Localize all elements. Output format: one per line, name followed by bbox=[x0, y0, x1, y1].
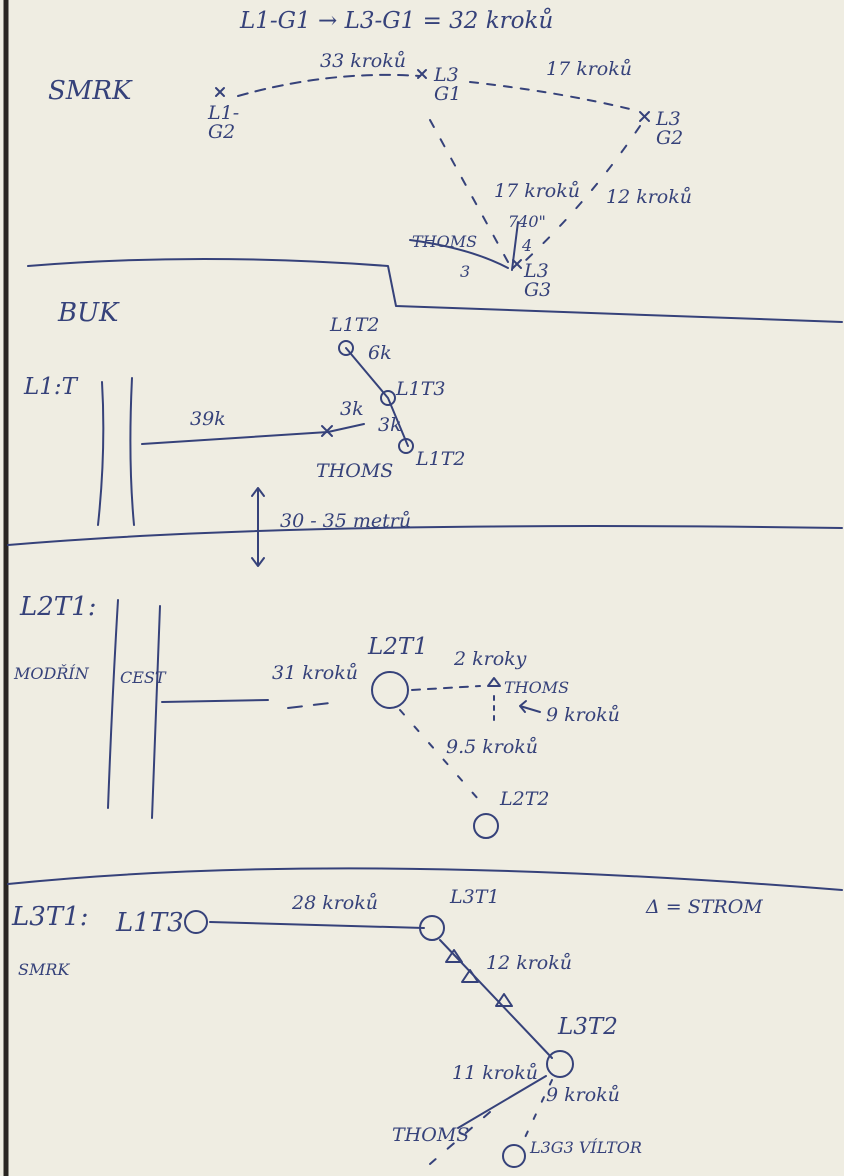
edge-label-3k-upper: 3k bbox=[340, 398, 364, 420]
l3g3-cross-icon bbox=[512, 259, 522, 269]
edge-label-12: 12 kroků bbox=[606, 186, 693, 208]
point-l2t2: L2T2 bbox=[500, 788, 550, 810]
edge-label-12-kroku: 12 kroků bbox=[486, 952, 573, 974]
path-28-line bbox=[209, 921, 425, 929]
section4-thoms: THOMS bbox=[392, 1124, 470, 1146]
edge-label-9-5: 9.5 kroků bbox=[446, 736, 539, 758]
section2-label: L1:T bbox=[24, 374, 77, 400]
edge-label-17-diag: 17 kroků bbox=[494, 180, 581, 202]
l1g2-cross-icon bbox=[215, 87, 225, 97]
point-l1g2: L1- G2 bbox=[208, 102, 240, 143]
arrow-9-kroku-icon bbox=[519, 700, 541, 713]
divider-1 bbox=[27, 258, 843, 323]
buk-path-39k bbox=[141, 423, 365, 445]
edge-label-6k: 6k bbox=[368, 342, 392, 364]
path-11-line bbox=[457, 1075, 547, 1129]
edge-label-9-kroku: 9 kroků bbox=[546, 704, 620, 726]
buk-bracket-left bbox=[97, 381, 105, 526]
edge-l3g1-l3g3 bbox=[429, 119, 509, 263]
l3g1-cross-icon bbox=[417, 69, 427, 79]
l2t1-marker-icon bbox=[371, 671, 409, 709]
l2t1-to-l2t2 bbox=[399, 709, 487, 809]
path-12-line bbox=[439, 939, 553, 1059]
thoms-triangle-icon bbox=[487, 677, 501, 687]
l1t2-bottom-marker-icon bbox=[398, 438, 414, 454]
l3t1-marker-icon bbox=[419, 915, 445, 941]
edge-label-9-kroku-s4: 9 kroků bbox=[546, 1084, 620, 1106]
point-l3g2: L3 G2 bbox=[656, 108, 684, 149]
section4-subtitle: SMRK bbox=[18, 960, 70, 979]
edge-l3g1-l3g2 bbox=[469, 81, 635, 111]
path-31-dashed bbox=[287, 701, 339, 709]
edge-label-28: 28 kroků bbox=[292, 892, 379, 914]
point-l1t2-bottom: L1T2 bbox=[416, 448, 466, 470]
tree-triangle-3-icon bbox=[495, 993, 513, 1007]
point-l2t1: L2T1 bbox=[368, 634, 428, 660]
road-line-right bbox=[151, 605, 161, 819]
path-31-solid bbox=[161, 699, 269, 703]
tree-triangle-1-icon bbox=[445, 949, 463, 963]
road-line-left bbox=[107, 599, 119, 809]
section3-subtitle: MODŘÍN bbox=[14, 664, 89, 683]
point-l3g3: L3 G3 bbox=[524, 260, 552, 301]
l1t3-circle-icon bbox=[184, 910, 208, 934]
buk-distance: 30 - 35 metrů bbox=[280, 510, 412, 532]
edge-label-31: 31 kroků bbox=[272, 662, 359, 684]
edge-label-2-kroky: 2 kroky bbox=[454, 648, 527, 670]
tree-mark: 740" bbox=[508, 212, 546, 231]
sub-mark: 4 bbox=[522, 236, 533, 255]
divider-3 bbox=[7, 867, 843, 891]
section3-title: L2T1: bbox=[20, 592, 97, 622]
edge-label-3k-lower: 3k bbox=[378, 414, 402, 436]
l2t1-to-thoms bbox=[411, 685, 481, 691]
header-formula: L1-G1 → L3-G1 = 32 kroků bbox=[240, 8, 554, 34]
l3t2-marker-icon bbox=[546, 1050, 574, 1078]
three-mark: 3 bbox=[460, 262, 471, 281]
edge-label-39k: 39k bbox=[190, 408, 226, 430]
point-l1t3: L1T3 bbox=[396, 378, 446, 400]
l3g2-cross-icon bbox=[639, 111, 650, 122]
point-l1t3-section4: L1T3 bbox=[116, 908, 184, 938]
buk-bracket-right bbox=[129, 377, 135, 526]
buk-thoms: THOMS bbox=[316, 460, 394, 482]
path-9-dotted bbox=[519, 1079, 553, 1149]
buk-tree-line bbox=[345, 347, 409, 447]
section2-title: BUK bbox=[58, 298, 119, 328]
thoms-tick-line bbox=[409, 239, 509, 269]
road-label: CEST bbox=[120, 668, 166, 687]
l1t2-top-marker-icon bbox=[338, 340, 354, 356]
edge-label-33: 33 kroků bbox=[320, 50, 407, 72]
thoms-mark: THOMS bbox=[412, 232, 478, 251]
section4-title: L3T1: bbox=[12, 902, 89, 932]
edge-label-17-top: 17 kroků bbox=[546, 58, 633, 80]
tree-stem bbox=[511, 221, 519, 271]
divider-2 bbox=[7, 525, 843, 546]
point-l3g3-viltor: L3G3 VÍLTOR bbox=[530, 1138, 642, 1157]
edge-label-11: 11 kroků bbox=[452, 1062, 539, 1084]
l2t2-marker-icon bbox=[473, 813, 499, 839]
l3g3-marker-icon bbox=[502, 1144, 526, 1168]
section4-legend: Δ = STROM bbox=[646, 896, 763, 918]
thoms-cross-icon bbox=[321, 425, 333, 437]
point-l1t2-top: L1T2 bbox=[330, 314, 380, 336]
section1-title: SMRK bbox=[48, 76, 132, 106]
tree-triangle-2-icon bbox=[461, 969, 479, 983]
edge-l1g2-l3g1 bbox=[237, 73, 421, 97]
distance-arrow-icon bbox=[251, 487, 265, 567]
point-l3t1: L3T1 bbox=[450, 886, 500, 908]
point-l3t2: L3T2 bbox=[558, 1014, 618, 1040]
point-l3g1: L3 G1 bbox=[434, 64, 462, 105]
l2-thoms-label: THOMS bbox=[504, 678, 570, 697]
l1t3-marker-icon bbox=[380, 390, 396, 406]
